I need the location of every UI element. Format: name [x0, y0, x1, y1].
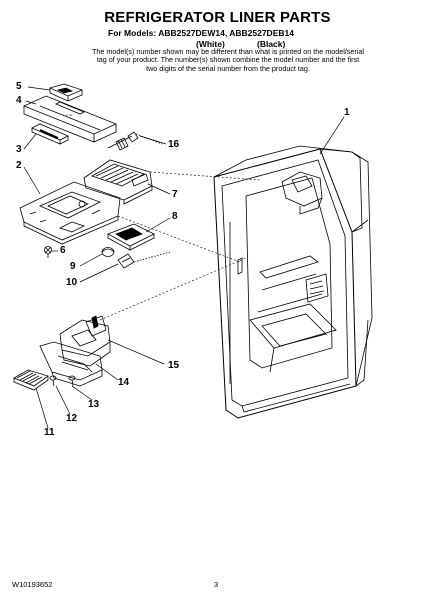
part-8-lampholder: [107, 223, 155, 251]
callout-3: 3: [16, 144, 22, 155]
leader-lines: [23, 86, 345, 429]
page-number: 3: [214, 580, 219, 589]
part-3-strip: [31, 123, 69, 145]
part-12-screw: [49, 375, 57, 387]
callout-14: 14: [118, 377, 130, 388]
model-notice: The model(s) number shown may be differe…: [92, 47, 364, 73]
part-15-housing: [59, 315, 111, 367]
callout-5: 5: [16, 81, 22, 92]
color-black-label: (Black): [257, 39, 286, 49]
callout-8: 8: [172, 211, 178, 222]
alignment-lines: [99, 171, 261, 321]
part-6-screw: [44, 246, 52, 258]
part-4-housing: ▪▪ ▪▪▪: [22, 95, 118, 143]
part-9-bulb: [101, 247, 115, 257]
color-white-label: (White): [196, 39, 225, 49]
part-13-screw: [68, 375, 76, 387]
callout-1: 1: [344, 107, 350, 118]
callout-4: 4: [16, 95, 22, 106]
callout-15: 15: [168, 360, 180, 371]
callout-11: 11: [44, 427, 55, 438]
part-16-socket: [107, 131, 163, 151]
callout-6: 6: [60, 245, 66, 256]
models-line: For Models: ABB2527DEW14, ABB2527DEB14: [108, 28, 294, 38]
callout-16: 16: [168, 139, 180, 150]
doc-number: W10193652: [12, 580, 53, 589]
callout-2: 2: [16, 160, 22, 171]
callout-13: 13: [88, 399, 100, 410]
part-10-socket: [117, 251, 171, 269]
liner-cabinet: [213, 145, 373, 419]
callout-10: 10: [66, 277, 78, 288]
part-2-baseplate: [19, 181, 121, 245]
svg-text:▪▪ ▪▪▪: ▪▪ ▪▪▪: [66, 113, 72, 117]
callout-12: 12: [66, 413, 78, 424]
part-11-grille: [13, 369, 49, 391]
callout-7: 7: [172, 189, 178, 200]
callout-9: 9: [70, 261, 76, 272]
part-5-clip: [48, 83, 84, 102]
page-title: REFRIGERATOR LINER PARTS: [104, 9, 331, 26]
